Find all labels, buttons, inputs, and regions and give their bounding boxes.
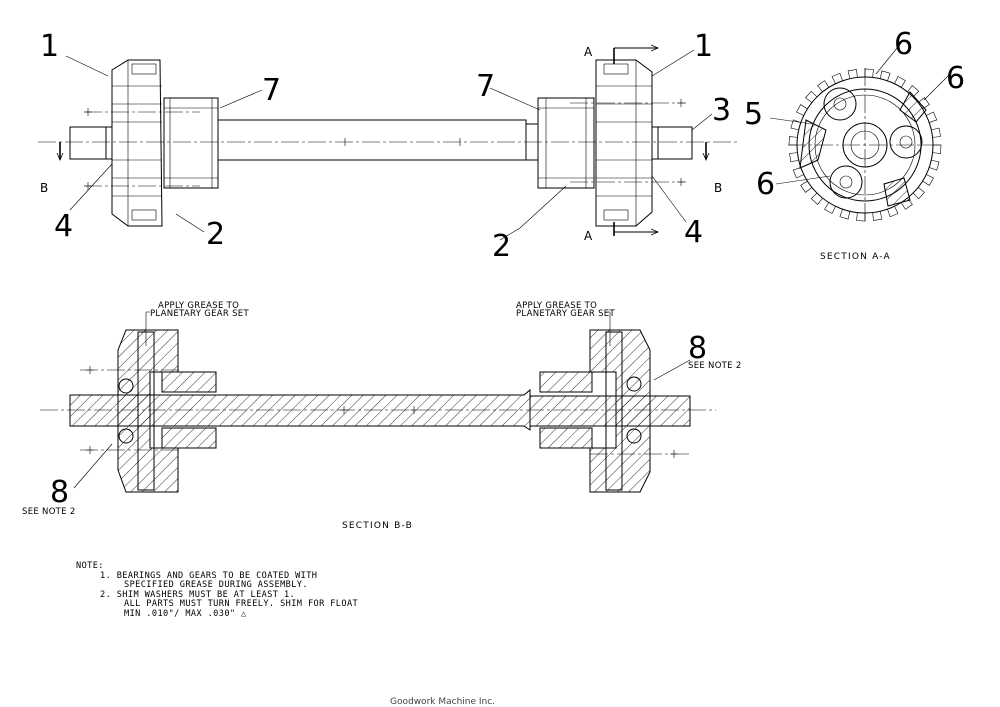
ring-gear-tooth	[831, 72, 843, 84]
ring-gear-tooth	[796, 104, 808, 116]
callout-6-top: 6	[894, 27, 913, 62]
grease-note-left-line2: PLANETARY GEAR SET	[150, 309, 249, 319]
callout-7-left: 7	[262, 73, 281, 108]
ring-gear-tooth	[932, 144, 942, 154]
footer-text: Goodwork Machine Inc.	[390, 697, 496, 707]
ring-gear-tooth	[922, 174, 934, 186]
ring-gear-tooth	[917, 97, 930, 110]
section-mark-a-bottom: A	[584, 229, 593, 243]
ring-gear-tooth	[792, 167, 804, 179]
section-b-b-view	[40, 311, 716, 493]
ring-gear-tooth	[847, 69, 858, 79]
callout-4-left: 4	[54, 209, 73, 244]
callout-2-right: 2	[492, 229, 511, 264]
ring-gear-tooth	[788, 136, 798, 146]
ring-gear-tooth	[790, 119, 801, 131]
callout-6-right: 6	[946, 61, 965, 96]
ring-gear-tooth	[907, 85, 920, 98]
notes-heading: NOTE:	[76, 561, 104, 571]
note-line-4: ALL PARTS MUST TURN FREELY. SHIM FOR FLO…	[124, 599, 359, 610]
section-mark-b-left: B	[40, 181, 48, 195]
ring-gear-tooth	[931, 127, 941, 138]
callout-8-right: 8	[688, 331, 707, 366]
section-mark-a-top: A	[584, 45, 593, 59]
section-b-b-label: SECTION B-B	[342, 521, 413, 531]
callout-4-right: 4	[684, 215, 703, 250]
section-mark-b-right: B	[714, 181, 722, 195]
ring-gear-tooth	[817, 80, 830, 93]
callout-5: 5	[744, 97, 763, 132]
grease-note-right-line2: PLANETARY GEAR SET	[516, 309, 615, 319]
ring-gear-tooth	[864, 68, 874, 78]
note-line-1: 1. BEARINGS AND GEARS TO BE COATED WITH	[100, 570, 318, 581]
grease-note-left-line1: APPLY GREASE TO	[158, 301, 239, 311]
ring-gear-tooth	[879, 70, 891, 81]
ring-gear-tooth	[887, 206, 899, 218]
callout-1-left: 1	[40, 29, 59, 64]
ring-gear-tooth	[839, 209, 851, 220]
top-elevation-view	[38, 48, 740, 241]
callout-8-left: 8	[50, 475, 69, 510]
ring-gear-tooth	[894, 76, 906, 88]
callout-6-bottom: 6	[756, 167, 775, 202]
callout-1-right: 1	[694, 29, 713, 64]
ring-gear-tooth	[810, 192, 823, 205]
ring-gear-tooth	[789, 152, 799, 163]
notes-block: NOTE: 1. BEARINGS AND GEARS TO BE COATED…	[76, 561, 359, 620]
see-note-left: SEE NOTE 2	[22, 507, 76, 517]
see-note-right: SEE NOTE 2	[688, 361, 742, 371]
ring-gear-tooth	[824, 202, 836, 214]
ring-gear-tooth	[929, 159, 940, 171]
ring-gear-tooth	[805, 90, 818, 103]
section-a-a-label: SECTION A-A	[820, 252, 891, 262]
note-line-3: 2. SHIM WASHERS MUST BE AT LEAST 1.	[100, 589, 296, 600]
ring-gear-tooth	[856, 212, 866, 222]
ring-gear-tooth	[912, 187, 925, 200]
ring-gear-tooth	[800, 180, 813, 193]
ring-gear-tooth	[926, 111, 938, 123]
section-a-a-view	[769, 41, 951, 222]
note-line-5: MIN .010"/ MAX .030" △	[124, 608, 247, 619]
ring-gear-tooth	[900, 197, 913, 210]
note-line-2: SPECIFIED GREASE DURING ASSEMBLY.	[124, 580, 308, 591]
callout-3-right: 3	[712, 93, 731, 128]
callout-2-left: 2	[206, 217, 225, 252]
grease-note-right-line1: APPLY GREASE TO	[516, 301, 597, 311]
callout-7-right: 7	[476, 69, 495, 104]
ring-gear-tooth	[872, 211, 883, 221]
